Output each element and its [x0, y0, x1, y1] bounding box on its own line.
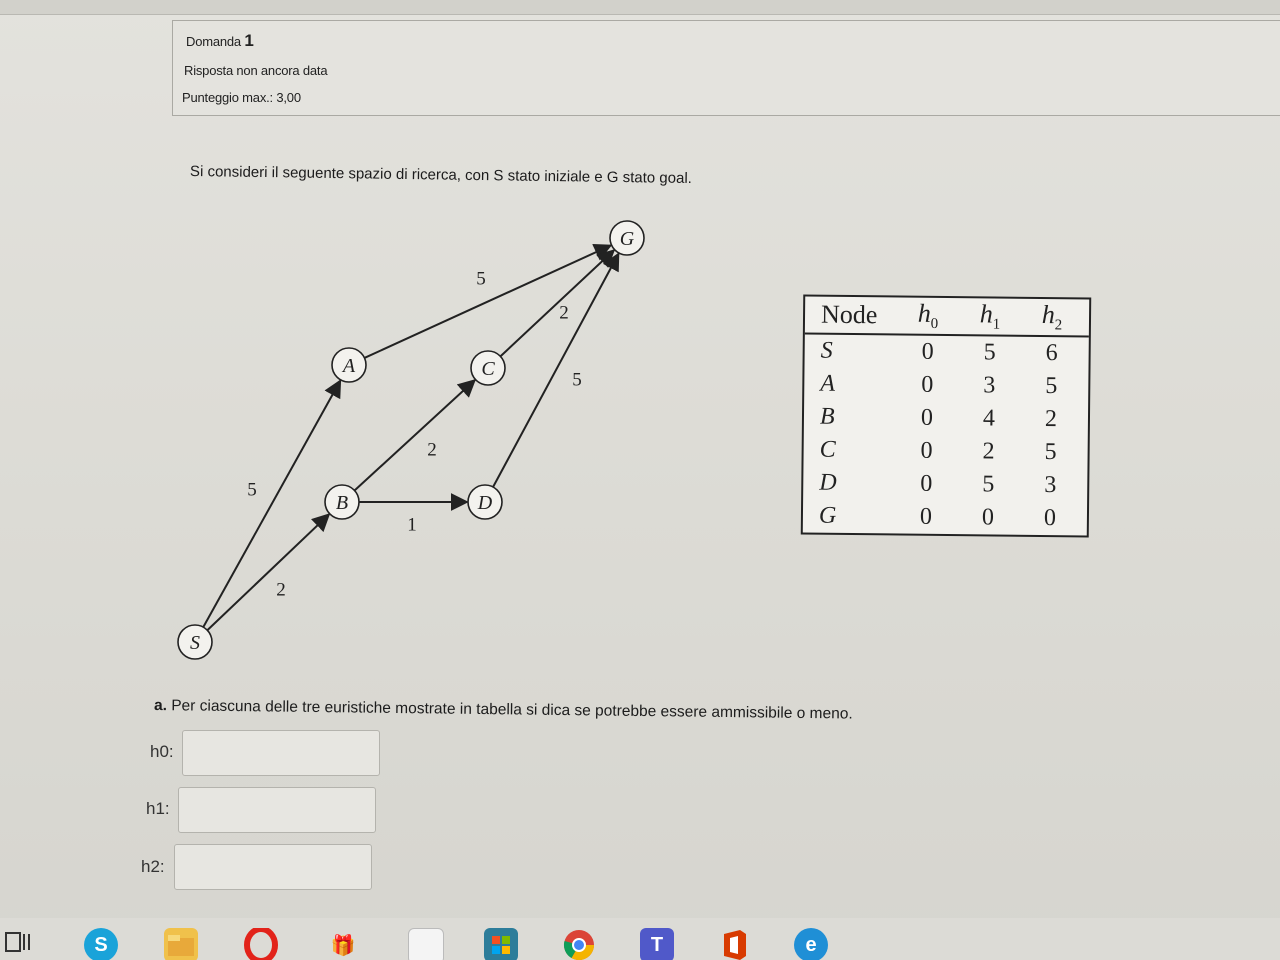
table-row: G 0 0 0 [803, 500, 1087, 536]
cell-h2: 0 [1043, 505, 1057, 532]
edge-S-B [206, 513, 331, 631]
cell-h2: 5 [1045, 373, 1058, 400]
subquestion-text: Per ciascuna delle tre euristiche mostra… [171, 697, 853, 723]
answer-input-h0[interactable] [182, 730, 380, 776]
edge-weight-A-G: 5 [476, 269, 486, 290]
cell-h1: 5 [983, 339, 996, 366]
table-row: B 0 4 2 [804, 401, 1088, 437]
edge-weight-B-C: 2 [427, 440, 437, 461]
cell-h2: 6 [1045, 340, 1058, 367]
edge-A-G [364, 244, 613, 359]
header-h0: h0 [917, 298, 939, 333]
answer-label-h1: h1: [146, 799, 170, 818]
cell-h1: 3 [983, 372, 996, 399]
question-label: Domanda [186, 34, 241, 49]
taskbar: S 🎁 T e [0, 918, 1280, 960]
graph-node-label: G [620, 228, 635, 250]
opera-icon[interactable] [244, 928, 278, 960]
graph-node-label: C [481, 358, 495, 380]
cell-h0: 0 [919, 503, 933, 530]
cell-h1: 2 [982, 438, 995, 465]
file-explorer-icon[interactable] [164, 928, 198, 960]
edge-weight-B-D: 1 [407, 515, 417, 536]
edge-weight-D-G: 5 [572, 370, 582, 391]
edge-icon[interactable]: e [794, 928, 828, 960]
graph-node-D: D [467, 484, 503, 520]
office-icon[interactable] [718, 928, 752, 960]
header-h1: h1 [979, 299, 1001, 333]
answer-input-h1[interactable] [178, 787, 376, 833]
graph-node-G: G [609, 220, 645, 256]
table-body: S 0 5 6 A 0 3 5 B 0 4 2 C 0 2 5 [803, 335, 1089, 536]
edge-weight-C-G: 2 [559, 303, 569, 324]
answer-label-h2: h2: [141, 857, 165, 876]
header-h2: h2 [1041, 299, 1063, 334]
edge-S-A [202, 379, 342, 628]
store-icon[interactable] [484, 928, 518, 960]
table-row: A 0 3 5 [804, 368, 1088, 404]
question-score: Punteggio max.: 3,00 [182, 90, 301, 105]
graph-node-B: B [324, 484, 360, 520]
table-header-row: Node h0 h1 h2 [804, 296, 1090, 338]
browser-top-edge [0, 0, 1280, 15]
document-icon[interactable] [408, 928, 444, 960]
cell-h2: 2 [1044, 406, 1058, 433]
edge-weight-S-B: 2 [276, 580, 286, 601]
question-status: Risposta non ancora data [184, 63, 328, 78]
graph-node-S: S [177, 624, 213, 660]
table-row: S 0 5 6 [804, 335, 1088, 371]
question-info-box: Domanda 1 Risposta non ancora data Punte… [172, 20, 1280, 116]
task-view-icon[interactable] [4, 930, 32, 956]
cell-node: A [820, 370, 836, 397]
cell-node: G [818, 502, 837, 529]
table-row: D 0 5 3 [803, 467, 1087, 503]
question-text: Si consideri il seguente spazio di ricer… [189, 163, 693, 188]
cell-h0: 0 [920, 437, 933, 464]
edge-B-C [353, 378, 477, 492]
heuristic-table: Node h0 h1 h2 S 0 5 6 A 0 3 5 B 0 4 2 [800, 294, 1092, 538]
subquestion: a. Per ciascuna delle tre euristiche mos… [154, 697, 853, 724]
cell-h2: 3 [1044, 472, 1057, 499]
gift-icon[interactable]: 🎁 [330, 934, 356, 957]
subquestion-prefix: a. [153, 697, 168, 715]
question-number: 1 [244, 31, 254, 50]
graph-node-label: A [341, 355, 356, 377]
graph-node-label: S [190, 632, 200, 654]
cell-h1: 0 [981, 504, 995, 531]
cell-h0: 0 [921, 338, 934, 365]
chrome-icon[interactable] [562, 928, 596, 960]
cell-node: C [819, 436, 836, 463]
cell-node: S [820, 337, 833, 364]
cell-h0: 0 [921, 371, 934, 398]
cell-node: B [819, 403, 835, 430]
edge-D-G [492, 252, 620, 488]
answer-input-h2[interactable] [174, 844, 372, 890]
cell-h0: 0 [920, 470, 933, 497]
edge-weight-S-A: 5 [247, 480, 257, 501]
search-graph: 5 2 2 1 5 2 5 S A B C D G [177, 220, 645, 660]
question-number-line: Domanda 1 [186, 31, 254, 51]
answer-label-h0: h0: [150, 742, 174, 761]
cell-h1: 4 [982, 405, 996, 432]
graph-node-label: B [336, 492, 348, 514]
table-row: C 0 2 5 [803, 434, 1087, 470]
header-node: Node [820, 299, 878, 330]
cell-node: D [819, 469, 837, 496]
graph-node-label: D [477, 492, 493, 514]
skype-icon[interactable]: S [84, 928, 118, 960]
cell-h2: 5 [1044, 439, 1057, 466]
cell-h1: 5 [982, 471, 995, 498]
teams-icon[interactable]: T [640, 928, 674, 960]
edge-C-G [499, 249, 616, 358]
cell-h0: 0 [920, 404, 934, 431]
graph-node-A: A [331, 347, 367, 383]
graph-node-C: C [470, 350, 506, 386]
